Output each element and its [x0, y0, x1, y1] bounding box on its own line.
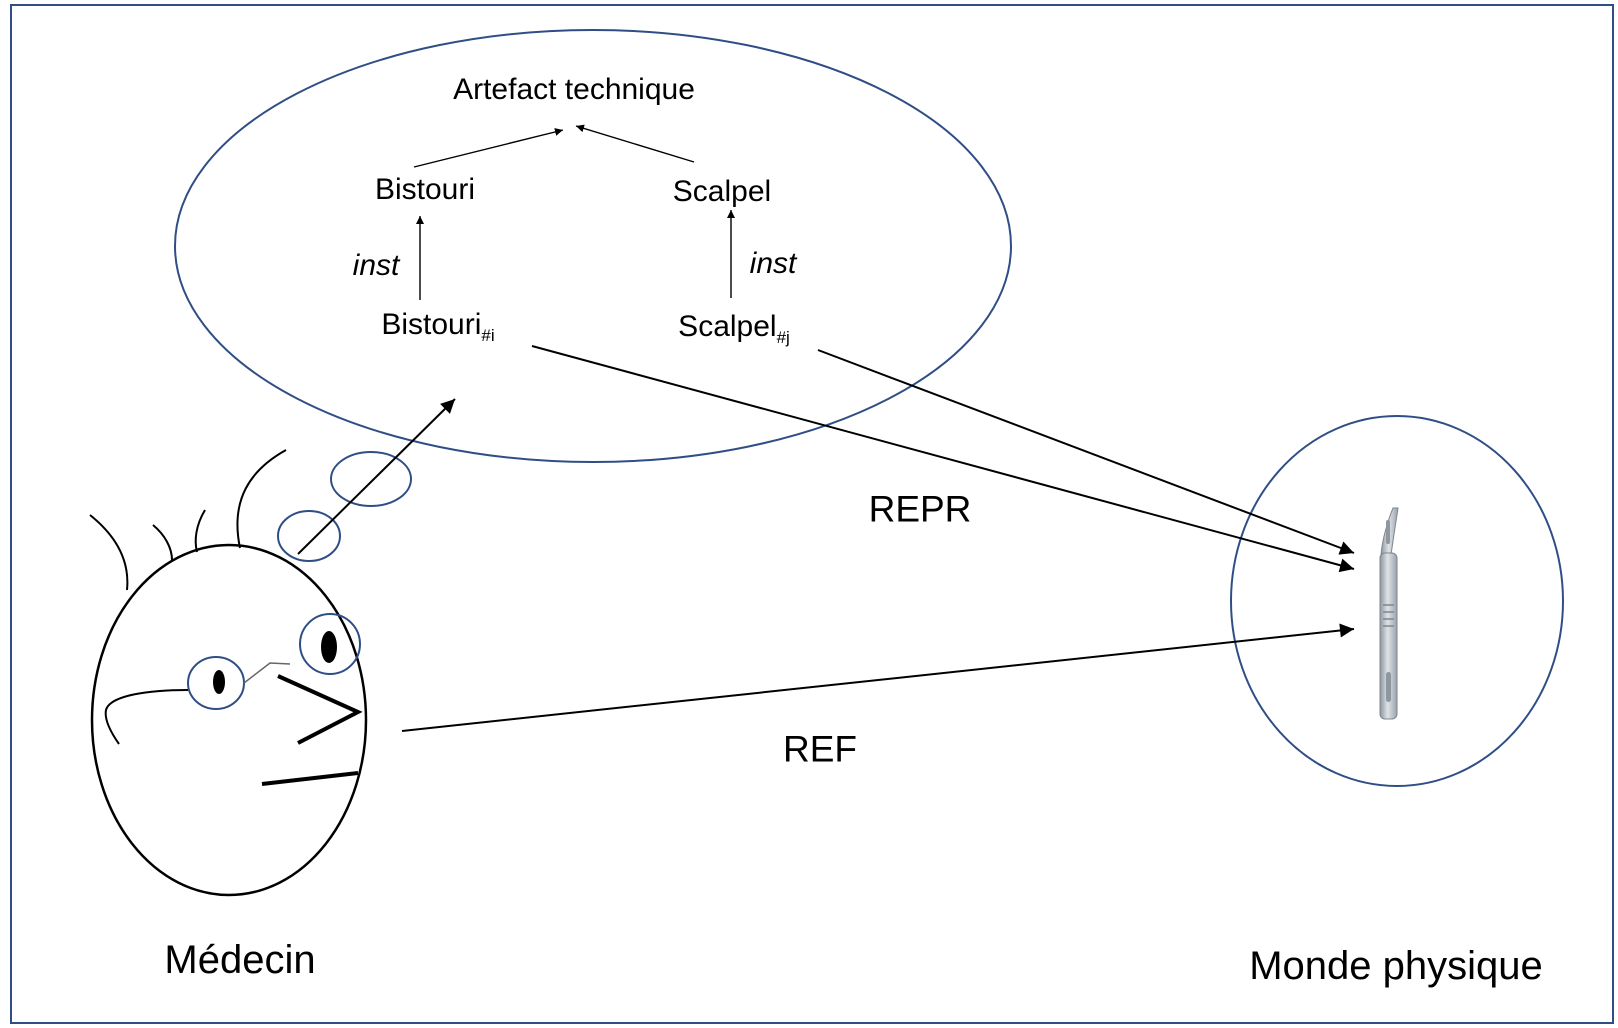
arrow-scalpel-to-artefact	[575, 124, 695, 163]
diagram-frame	[10, 4, 1614, 1024]
scalpel-slot-top	[1386, 520, 1390, 544]
doctor-face-icon	[89, 449, 368, 897]
mouth	[261, 771, 359, 786]
label-ref: REF	[783, 728, 857, 770]
instance-subscript: #i	[481, 326, 495, 345]
label-medecin: Médecin	[164, 938, 316, 982]
scalpel-handle	[1379, 552, 1398, 720]
arrow-ref	[401, 623, 1355, 732]
hair-strand	[236, 449, 287, 549]
node-bistouri: Bistouri	[374, 173, 476, 206]
label-monde-physique: Monde physique	[1249, 944, 1543, 988]
label-inst-right: inst	[749, 247, 797, 280]
label-inst-left: inst	[352, 249, 400, 282]
hair-strand	[194, 509, 206, 553]
glasses-bridge	[243, 662, 291, 684]
instance-subscript: #j	[776, 328, 790, 347]
arrow-head-to-thought	[297, 398, 456, 555]
instance-base: Bistouri	[381, 308, 482, 341]
face-outline	[90, 543, 368, 897]
scalpel-slot	[1386, 672, 1391, 702]
eye-right	[321, 631, 337, 663]
hair-strand	[89, 514, 129, 591]
arrow-repr-scalpel	[817, 349, 1355, 555]
node-bistouri-instance: Bistouri#i	[381, 308, 494, 345]
scalpel-icon	[1379, 507, 1399, 720]
thought-bubble-small	[277, 510, 341, 562]
thought-bubble-medium	[330, 451, 412, 507]
hair-strand	[152, 524, 173, 561]
arrow-repr-bistouri	[531, 345, 1355, 573]
arrow-bistouri-to-artefact	[413, 128, 564, 168]
label-repr: REPR	[868, 488, 972, 530]
eye-left	[213, 670, 225, 694]
physical-world-circle	[1230, 415, 1564, 787]
thought-ellipse	[174, 29, 1012, 463]
nose	[277, 674, 363, 745]
instance-base: Scalpel	[678, 310, 777, 343]
node-artefact-technique: Artefact technique	[453, 73, 695, 106]
node-scalpel-instance: Scalpel#j	[678, 310, 790, 347]
node-scalpel: Scalpel	[672, 175, 772, 208]
glasses-arm	[104, 689, 189, 745]
glasses-right-rim	[299, 613, 361, 675]
